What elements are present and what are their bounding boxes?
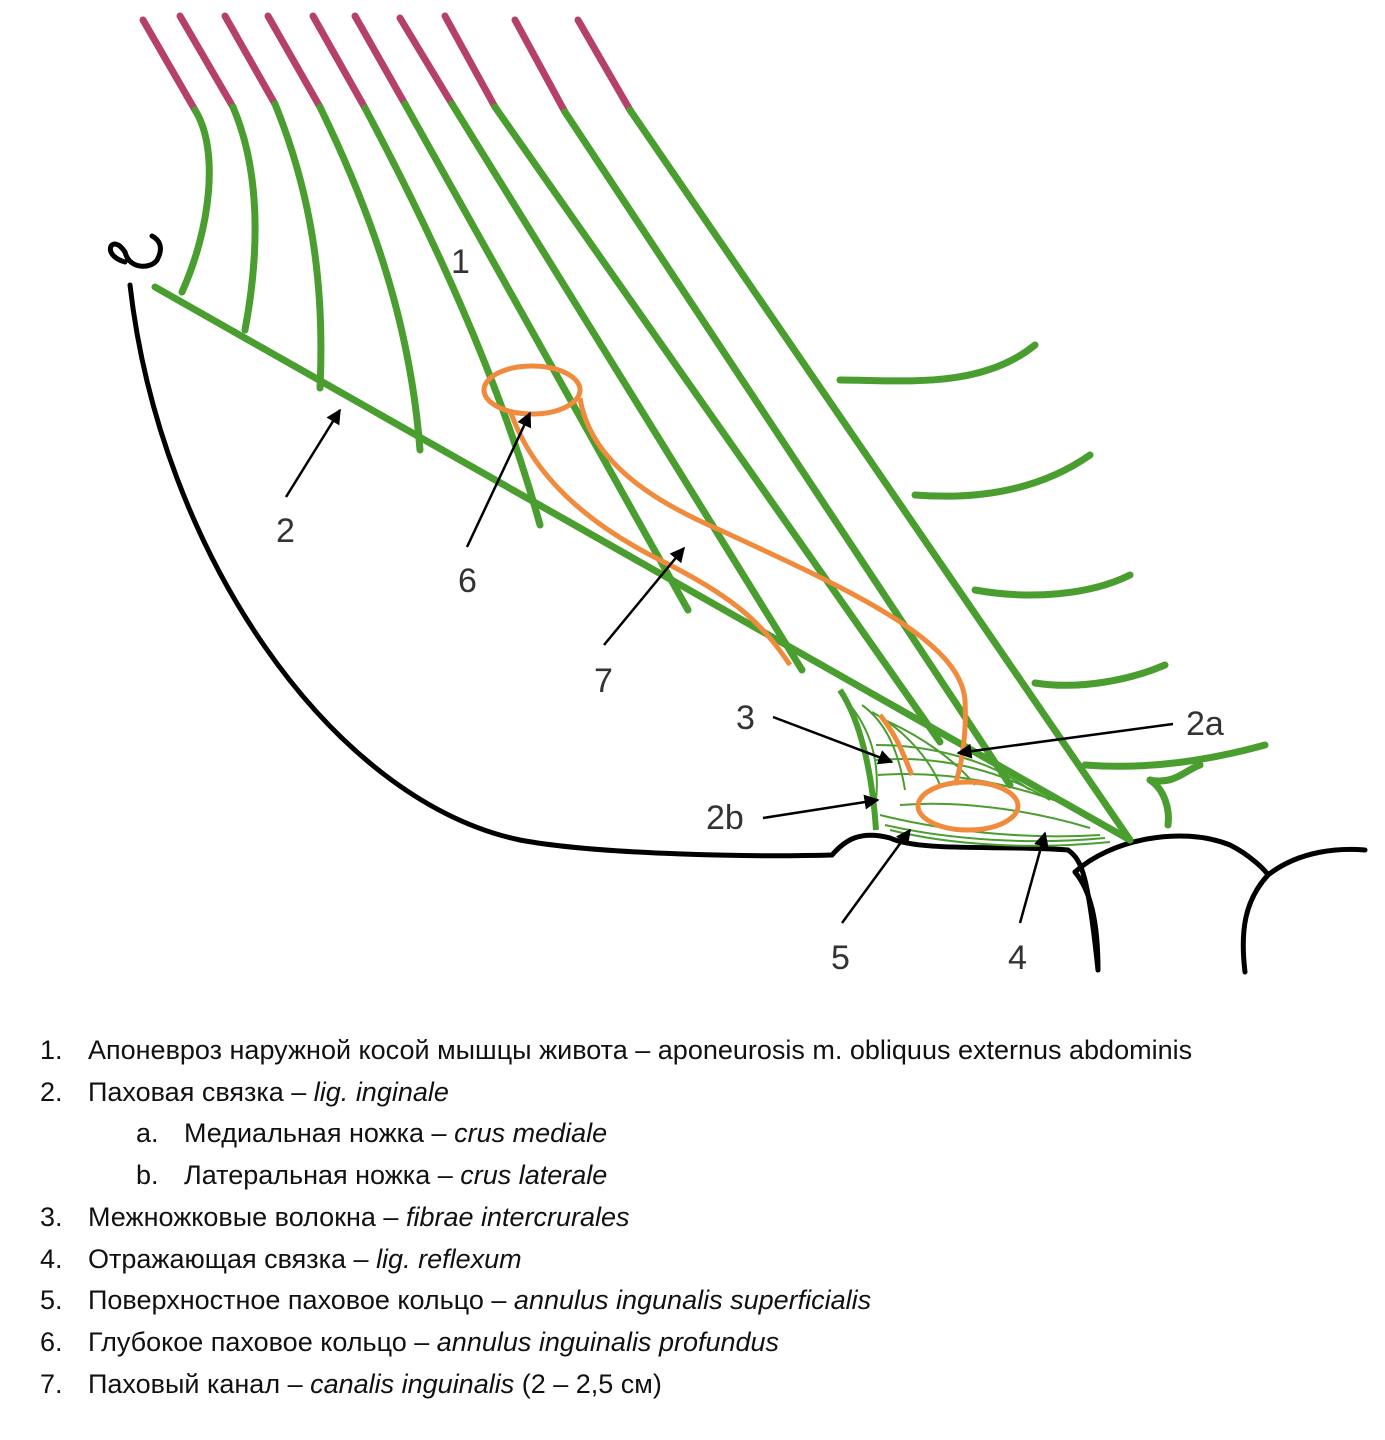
legend-text: Межножковые волокна – xyxy=(88,1201,406,1232)
legend-item: 3. Межножковые волокна – fibrae intercrur… xyxy=(40,1197,1360,1239)
legend-latin: annulus ingunalis superficialis xyxy=(513,1285,872,1316)
label-6: 6 xyxy=(458,562,477,600)
legend-text: Паховая связка – xyxy=(88,1076,314,1107)
legend-text: Медиальная ножка – xyxy=(184,1118,455,1149)
label-7: 7 xyxy=(594,662,613,700)
lateral-crus xyxy=(837,688,879,831)
label-2: 2 xyxy=(276,512,295,550)
label-2b: 2b xyxy=(706,799,744,837)
legend-latin: annulus inguinalis profundus xyxy=(436,1326,780,1357)
legend-item: 6. Глубокое паховое кольцо – annulus ingu… xyxy=(40,1322,1360,1364)
legend-item: b. Латеральная ножка – crus laterale xyxy=(40,1155,1360,1197)
legend-text: Латеральная ножка – xyxy=(184,1160,461,1191)
legend-number: 4. xyxy=(40,1243,63,1274)
legend-latin: crus laterale xyxy=(460,1160,608,1191)
legend-number: a. xyxy=(136,1118,159,1149)
legend-text: Отражающая связка – xyxy=(88,1243,377,1274)
legend-latin: lig. reflexum xyxy=(376,1243,522,1274)
label-2a: 2a xyxy=(1186,705,1224,743)
legend-latin: canalis inguinalis xyxy=(310,1368,515,1399)
legend-latin: fibrae intercrurales xyxy=(405,1201,630,1232)
legend-number: b. xyxy=(136,1160,159,1191)
legend-number: 3. xyxy=(40,1201,63,1232)
legend-latin: lig. inginale xyxy=(313,1076,449,1107)
legend-number: 6. xyxy=(40,1326,63,1357)
legend-text: Паховый канал – xyxy=(88,1368,311,1399)
label-1: 1 xyxy=(451,243,470,281)
aponeurosis-fibers xyxy=(151,100,1269,844)
muscle-fibers xyxy=(139,12,634,116)
label-3: 3 xyxy=(736,699,755,737)
legend-text: Глубокое паховое кольцо – xyxy=(88,1326,437,1357)
superficial-inguinal-ring xyxy=(915,779,1021,833)
legend-item: 7. Паховый канал – canalis inguinalis (2 … xyxy=(40,1364,1360,1406)
deep-inguinal-ring xyxy=(481,363,583,417)
legend-extra: (2 – 2,5 см) xyxy=(514,1368,662,1399)
label-4: 4 xyxy=(1008,939,1027,977)
legend-item: 5. Поверхностное паховое кольцо – annulus… xyxy=(40,1280,1360,1322)
legend-number: 2. xyxy=(40,1076,63,1107)
leader-arrows xyxy=(284,408,1174,924)
legend-number: 7. xyxy=(40,1368,63,1399)
legend-number: 5. xyxy=(40,1285,63,1316)
legend-list: 1. Апоневроз наружной косой мышцы живота … xyxy=(40,1030,1360,1405)
legend-item: a. Медиальная ножка – crus mediale xyxy=(40,1113,1360,1155)
legend-latin: crus mediale xyxy=(454,1118,608,1149)
inguinal-canal-diagram: 1 2 6 7 3 2a 2b 5 4 xyxy=(107,12,1368,977)
legend-number: 1. xyxy=(40,1035,63,1065)
label-5: 5 xyxy=(831,939,850,977)
legend-text: Апоневроз наружной косой мышцы живота – … xyxy=(88,1035,1193,1065)
legend-item: 1. Апоневроз наружной косой мышцы живота … xyxy=(40,1030,1360,1072)
inguinal-canal xyxy=(481,363,1021,833)
legend-item: 4. Отражающая связка – lig. reflexum xyxy=(40,1239,1360,1281)
legend-text: Поверхностное паховое кольцо – xyxy=(88,1285,514,1316)
legend-item: 2. Паховая связка – lig. inginale xyxy=(40,1072,1360,1114)
